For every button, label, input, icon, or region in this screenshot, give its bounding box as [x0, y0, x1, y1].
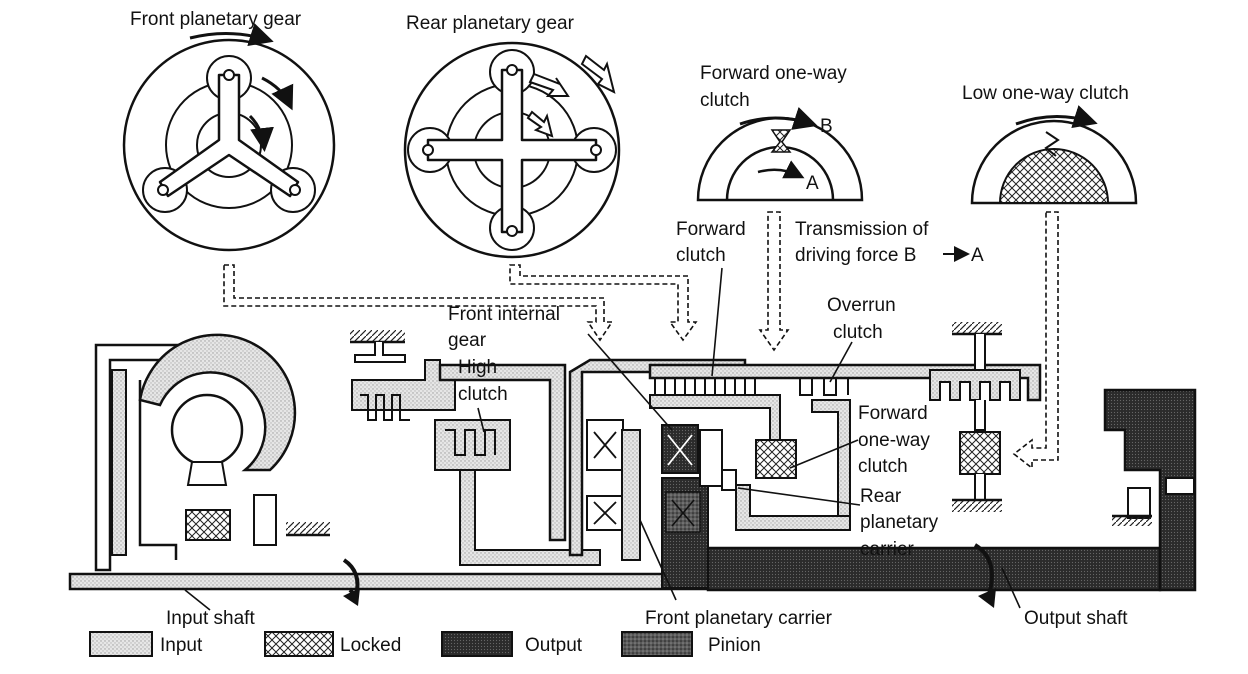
fowc-label-2: one-way [858, 430, 930, 451]
legend: Input Locked Output Pinion [89, 631, 761, 657]
forward-owc-title-1: Forward one-way [700, 63, 847, 84]
low-owc-title: Low one-way clutch [962, 83, 1129, 104]
output-shaft-label: Output shaft [1024, 608, 1128, 629]
forward-owc-title-2: clutch [700, 90, 750, 111]
legend-swatch-locked [264, 631, 334, 657]
transmission-line-2: driving force B [795, 245, 916, 266]
legend-swatch-pinion [621, 631, 693, 657]
legend-label-pinion: Pinion [708, 635, 761, 656]
legend-swatch-input [89, 631, 153, 657]
forward-clutch-label-2: clutch [676, 245, 726, 266]
legend-label-locked: Locked [340, 635, 401, 656]
low-one-way-clutch-detail [970, 105, 1138, 205]
output-shaft-body [706, 388, 1197, 608]
rear-carrier-label-1: Rear [860, 486, 902, 507]
front-internal-gear-label-2: gear [448, 330, 487, 351]
leader-lines [184, 267, 1021, 611]
high-clutch-label-2: clutch [458, 384, 508, 405]
rear-planetary-gear [403, 41, 621, 259]
overrun-clutch-label-2: clutch [833, 322, 883, 343]
mark-a: A [806, 173, 819, 194]
fowc-label-1: Forward [858, 403, 928, 424]
high-clutch-label-1: High [458, 357, 497, 378]
rear-carrier-label-2: planetary [860, 512, 939, 533]
rear-carrier-label-3: carrier [860, 539, 915, 560]
front-internal-gear-label-1: Front internal [448, 304, 560, 325]
fowc-label-3: clutch [858, 456, 908, 477]
torque-converter [94, 333, 330, 572]
high-clutch-assembly [350, 330, 601, 566]
rear-planetary-title: Rear planetary gear [406, 13, 575, 34]
legend-swatch-output [441, 631, 513, 657]
transmission-target: A [971, 245, 984, 266]
front-planetary-gear [122, 23, 336, 252]
forward-clutch-label-1: Forward [676, 219, 746, 240]
input-shaft-label: Input shaft [166, 608, 255, 629]
transmission-line-1: Transmission of [795, 219, 929, 240]
dashed-link-arrows [223, 211, 1059, 470]
front-carrier-label: Front planetary carrier [645, 608, 833, 629]
front-planetary-section [568, 358, 747, 589]
low-clutch-brake [929, 322, 1021, 512]
forward-one-way-clutch-detail [696, 107, 864, 202]
legend-label-output: Output [525, 635, 583, 656]
legend-label-input: Input [160, 635, 203, 656]
mark-b: B [820, 116, 833, 137]
overrun-clutch-label-1: Overrun [827, 295, 896, 316]
front-planetary-title: Front planetary gear [130, 9, 302, 30]
